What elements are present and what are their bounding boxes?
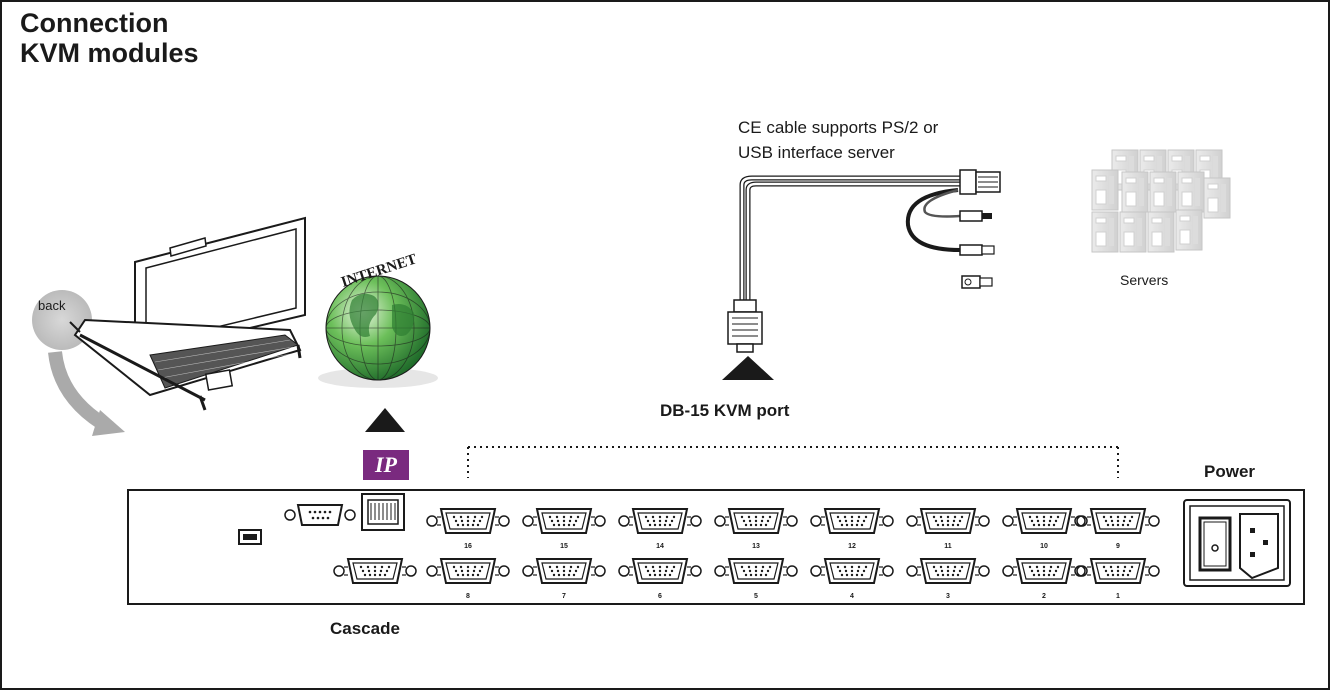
port-number-label: 7 bbox=[562, 593, 566, 600]
ce-cable-label-line1: CE cable supports PS/2 or bbox=[738, 118, 939, 137]
power-label: Power bbox=[1204, 462, 1255, 481]
rj45-port bbox=[361, 493, 405, 531]
internet-globe bbox=[318, 275, 438, 388]
servers-group bbox=[1091, 149, 1231, 253]
port-number-label: 11 bbox=[944, 543, 952, 550]
port-number-label: 4 bbox=[850, 593, 854, 600]
back-label: back bbox=[38, 298, 66, 313]
db15-port-label: DB-15 KVM port bbox=[660, 401, 790, 420]
ip-badge-icon: IP bbox=[363, 450, 409, 480]
title-line-2: KVM modules bbox=[20, 38, 199, 68]
top-port-row: 16 15 14 13 12 11 10 9 bbox=[426, 508, 1160, 550]
lcd-console-drawer bbox=[32, 216, 306, 436]
port-number-label: 16 bbox=[464, 543, 472, 550]
port-number-label: 5 bbox=[754, 593, 758, 600]
kvm-back-panel bbox=[127, 489, 1305, 605]
port-range-bracket bbox=[467, 446, 1119, 478]
adapter-icon bbox=[961, 275, 993, 289]
ce-cable-label-line2: USB interface server bbox=[738, 143, 895, 162]
port-number-label: 8 bbox=[466, 593, 470, 600]
port-number-label: 3 bbox=[946, 593, 950, 600]
port-number-label: 9 bbox=[1116, 543, 1120, 550]
ps2-plug-icon bbox=[959, 210, 992, 222]
up-arrow-icon bbox=[365, 408, 405, 432]
port-number-label: 1 bbox=[1116, 593, 1120, 600]
port-number-label: 14 bbox=[656, 543, 664, 550]
port-number-label: 2 bbox=[1042, 593, 1046, 600]
power-module bbox=[1183, 499, 1291, 587]
port-number-label: 10 bbox=[1040, 543, 1048, 550]
ce-cable bbox=[739, 175, 961, 308]
cascade-label: Cascade bbox=[330, 619, 400, 638]
vga-connector-icon bbox=[959, 169, 1001, 195]
port-number-label: 6 bbox=[658, 593, 662, 600]
page-title: Connection KVM modules bbox=[20, 8, 199, 68]
servers-label: Servers bbox=[1120, 272, 1168, 288]
title-line-1: Connection bbox=[20, 8, 169, 38]
port-number-label: 13 bbox=[752, 543, 760, 550]
db15-plug-icon bbox=[727, 299, 763, 353]
bottom-port-row: 8 7 6 5 4 3 2 1 bbox=[426, 558, 1160, 600]
port-number-label: 12 bbox=[848, 543, 856, 550]
port-number-label: 15 bbox=[560, 543, 568, 550]
usb-plug-icon bbox=[959, 244, 995, 256]
up-arrow-icon bbox=[722, 356, 774, 380]
